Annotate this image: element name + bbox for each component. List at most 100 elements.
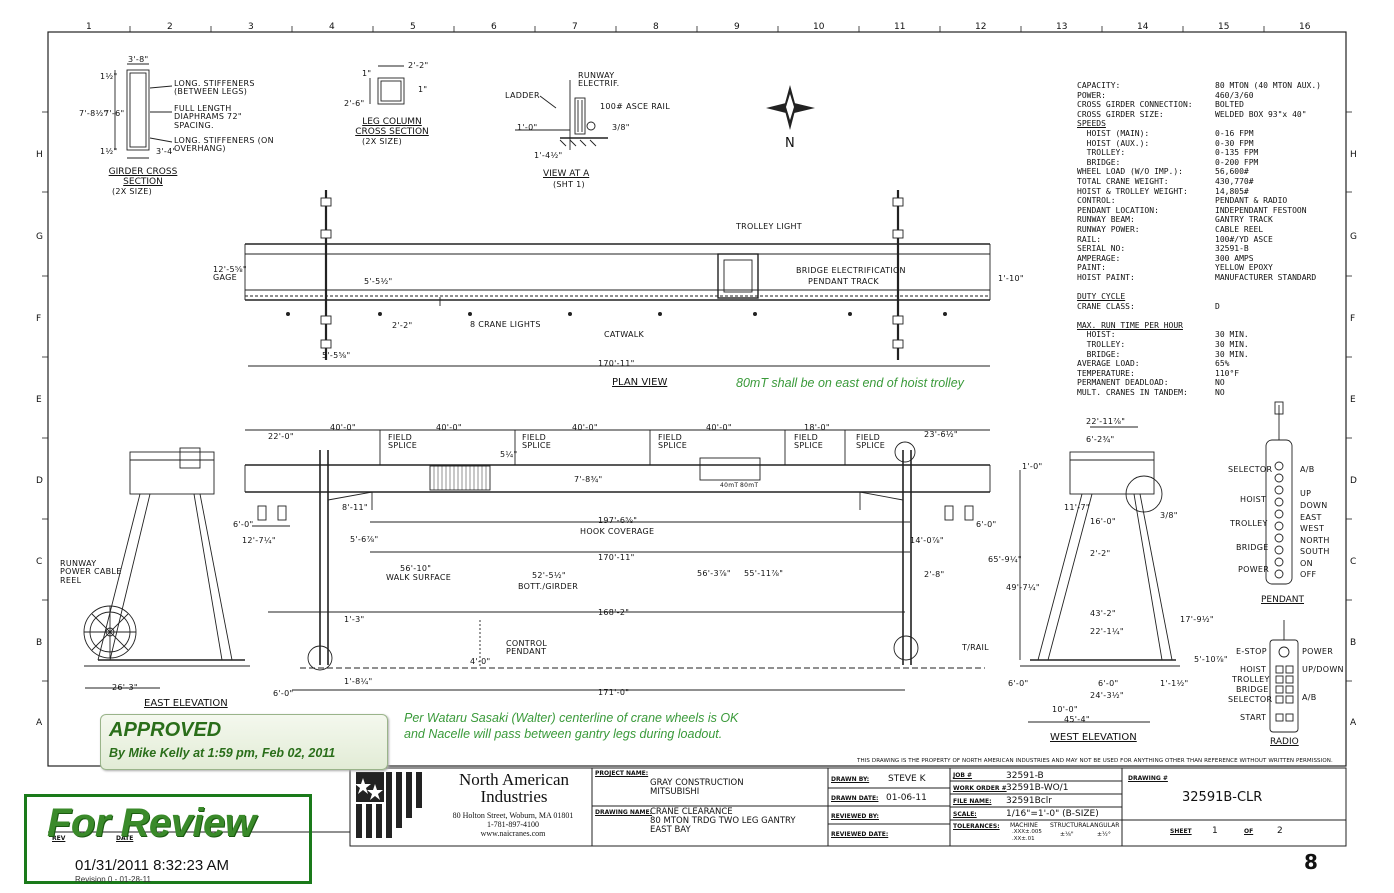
- dim-label: 6'-2¾": [1086, 435, 1115, 444]
- view-a-drawing: [515, 80, 608, 150]
- radio-label: UP/DOWN: [1302, 665, 1344, 674]
- dim-label: 6'-0": [233, 520, 254, 529]
- tolerance-value: .XX±.01: [1012, 836, 1035, 842]
- dim-label: 40'-0": [330, 423, 356, 432]
- dim-label: 6'-0": [273, 689, 294, 698]
- grid-row: H: [36, 150, 43, 160]
- dim-label: 6'-0": [1098, 679, 1119, 688]
- spec-row: HOIST (AUX.):0-30 FPM: [1077, 139, 1342, 149]
- pendant-label: EAST: [1300, 513, 1322, 522]
- section-ref: (SHT 1): [553, 180, 585, 189]
- dim-label: 6'-0": [976, 520, 997, 529]
- spec-row: TEMPERATURE:110°F: [1077, 369, 1342, 379]
- spec-key: CROSS GIRDER SIZE:: [1077, 109, 1164, 119]
- spec-value: 0-30 FPM: [1215, 138, 1254, 148]
- grid-row: G: [1350, 232, 1357, 242]
- spec-key: MAX. RUN TIME PER HOUR: [1077, 320, 1183, 330]
- grid-row: H: [1350, 150, 1357, 160]
- spec-row: CRANE CLASS:D: [1077, 302, 1342, 312]
- nai-logo: [355, 772, 422, 838]
- grid-col: 9: [734, 22, 740, 32]
- revision-label: Revision 0 - 01-28-11: [75, 875, 151, 884]
- grid-col: 16: [1299, 22, 1311, 32]
- dim-label: 168'-2": [598, 608, 630, 617]
- tb-label: FILE NAME:: [953, 798, 992, 805]
- grid-col: 3: [248, 22, 254, 32]
- spec-key: POWER:: [1077, 90, 1106, 100]
- grid-column-labels: 1 2 3 4 5 6 7 8 9 10 11 12 13 14 15 16: [0, 22, 1394, 34]
- dim-label: 5'-6⅞": [350, 535, 379, 544]
- dim-label: 22'-11⅞": [1086, 417, 1126, 426]
- field-splice-label: FIELD SPLICE: [388, 433, 418, 451]
- tb-label: DATE: [116, 835, 134, 842]
- callout-label: CATWALK: [604, 330, 645, 339]
- pendant-label: NORTH: [1300, 536, 1330, 545]
- dim-label: 56'-10": [400, 564, 432, 573]
- spec-key: TROLLEY:: [1077, 340, 1126, 350]
- spec-key: MULT. CRANES IN TANDEM:: [1077, 388, 1188, 397]
- spec-key: RAIL:: [1077, 234, 1102, 244]
- spec-value: 110°F: [1215, 368, 1240, 378]
- dim-label: 52'-5½": [532, 571, 566, 580]
- dim-label: 4'-0": [470, 657, 491, 666]
- dim-label: 2'-2": [408, 61, 429, 70]
- drawing-line: 80 MTON TRDG TWO LEG GANTRY: [650, 816, 796, 826]
- dim-label: 12'-7¼": [242, 536, 276, 545]
- spec-row: SPEEDS: [1077, 119, 1342, 129]
- company-phone: 1-781-897-4100: [487, 820, 539, 829]
- section-title: LEG COLUMN CROSS SECTION: [355, 117, 429, 137]
- dim-label: 2'-8": [924, 570, 945, 579]
- pendant-label: WEST: [1300, 524, 1325, 533]
- loadout-note: Per Wataru Sasaki (Walter) centerline of…: [404, 710, 738, 742]
- callout-label: T/RAIL: [962, 643, 989, 652]
- dim-label: 1": [418, 85, 428, 94]
- dim-label: 40'-0": [572, 423, 598, 432]
- grid-row: E: [1350, 395, 1356, 405]
- spec-key: RUNWAY POWER:: [1077, 224, 1140, 234]
- dim-label: 5'-5⅝": [322, 351, 351, 360]
- girder-section-drawing: [114, 63, 173, 159]
- dim-label: 1'-3": [344, 615, 365, 624]
- callout-label: FULL LENGTH DIAPHRAMS 72" SPACING.: [174, 104, 242, 130]
- spec-key: SPEEDS: [1077, 119, 1106, 129]
- spec-value: GANTRY TRACK: [1215, 215, 1273, 225]
- drawing-line: CRANE CLEARANCE: [650, 807, 733, 817]
- drawing-number: 32591B-CLR: [1182, 790, 1263, 805]
- tb-label: SCALE:: [953, 811, 977, 818]
- spec-value: YELLOW EPOXY: [1215, 263, 1273, 273]
- spec-value: D: [1215, 301, 1220, 311]
- east-elevation-drawing: [83, 447, 250, 689]
- dim-label: 1": [362, 69, 372, 78]
- review-timestamp: 01/31/2011 8:32:23 AM: [75, 857, 230, 874]
- callout-label: PENDANT TRACK: [808, 277, 879, 286]
- spec-key: AMPERAGE:: [1077, 253, 1121, 263]
- section-title: GIRDER CROSS SECTION: [108, 167, 178, 187]
- dim-label: 1'-8¼": [344, 677, 373, 686]
- drawing-line: EAST BAY: [650, 825, 691, 835]
- callout-label: BRIDGE ELECTRIFICATION: [796, 266, 906, 275]
- spec-key: PERMANENT DEADLOAD:: [1077, 378, 1169, 388]
- pendant-drawing: [1265, 401, 1293, 585]
- spec-row: PERMANENT DEADLOAD:NO: [1077, 378, 1342, 388]
- pendant-title: PENDANT: [1261, 595, 1305, 605]
- approved-by: By Mike Kelly at 1:59 pm, Feb 02, 2011: [109, 746, 336, 760]
- spec-row: RUNWAY BEAM:GANTRY TRACK: [1077, 215, 1342, 225]
- grid-row: F: [1350, 314, 1356, 324]
- callout-label: LADDER: [505, 91, 540, 100]
- tb-label: DRAWN BY:: [831, 776, 870, 783]
- pendant-label: BRIDGE: [1236, 543, 1269, 552]
- spec-row: RUNWAY POWER:CABLE REEL: [1077, 225, 1342, 235]
- spec-row: MAX. RUN TIME PER HOUR: [1077, 321, 1342, 331]
- spec-row: BRIDGE:0-200 FPM: [1077, 158, 1342, 168]
- dim-label: 2'-2": [1090, 549, 1111, 558]
- capacity-label: 80mT: [740, 482, 759, 489]
- spec-row: DUTY CYCLE: [1077, 292, 1342, 302]
- spec-row: RAIL:100#/YD ASCE: [1077, 235, 1342, 245]
- dim-label: 2'-6": [344, 99, 365, 108]
- radio-drawing: [1269, 620, 1299, 733]
- spec-row: [1077, 311, 1342, 321]
- spec-key: PAINT:: [1077, 263, 1106, 273]
- field-splice-label: FIELD SPLICE: [658, 433, 688, 451]
- section-scale: (2X SIZE): [112, 187, 153, 196]
- callout-label: 100# ASCE RAIL: [600, 102, 670, 111]
